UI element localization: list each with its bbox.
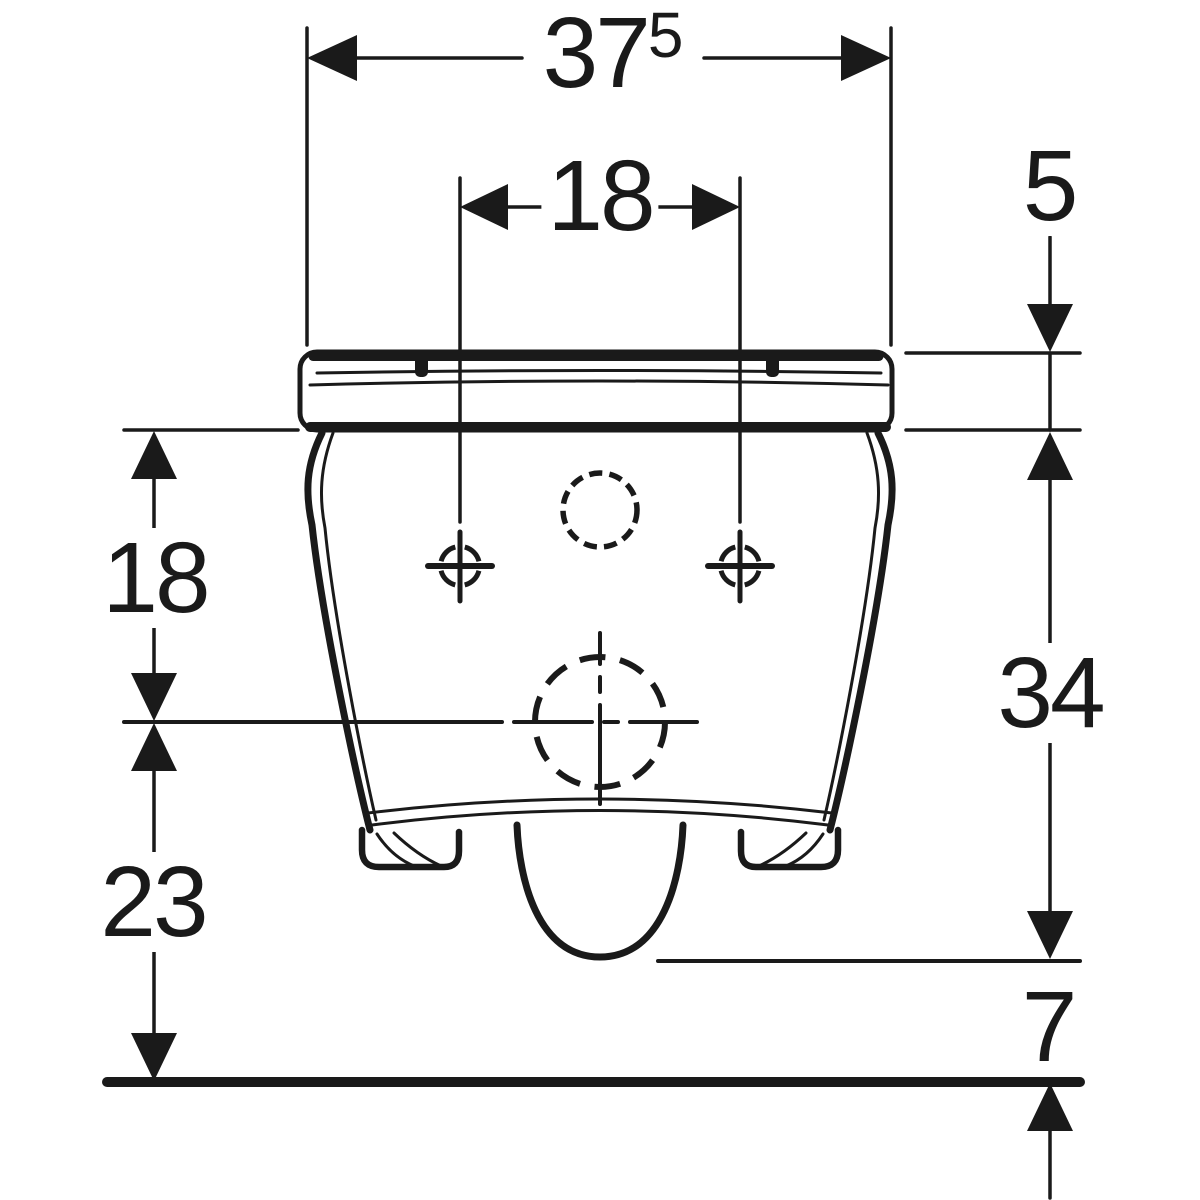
extension-lines [122,26,1082,963]
water-inlet-circle [560,470,640,550]
dim-label-outlet-clearance: 7 [1015,977,1081,1077]
dim-superscript-overall-width: 5 [647,0,684,71]
foot-left [358,826,463,871]
foot-left-contours [375,831,443,868]
dim-label-overall-width: 375 [536,0,688,103]
arrowheads [131,35,1073,1131]
bowl-side-left-outer [304,429,374,834]
dim-label-outlet-axis-to-floor: 23 [94,852,212,952]
dim-label-rim-to-outlet-axis: 18 [96,528,214,628]
arrow-left23-down [131,1033,177,1081]
arrow-width-right [841,35,891,81]
arrow-34-down [1027,911,1073,959]
lid-hinge-notch-right [766,353,779,377]
lid-contour-line-2 [308,379,890,387]
dim-value-outlet-axis-to-floor: 23 [100,846,208,958]
lid-contour-line-1 [315,369,883,375]
arrow-width-left [307,35,357,81]
dim-label-hole-spacing: 18 [541,146,659,246]
bowl-side-right-outer [826,429,896,834]
foot-right [737,826,842,871]
dim-value-hole-spacing: 18 [547,140,655,252]
arrow-left23-up [131,723,177,771]
arrow-left18-up [131,431,177,479]
arrow-7-up [1027,1083,1073,1131]
dim-value-overall-width: 37 [542,0,651,109]
fixing-hole-right [705,529,775,604]
arrow-holes-right [692,184,740,230]
dim-value-rim-to-outlet-axis: 18 [102,522,210,634]
dim-value-body-height: 34 [997,637,1105,749]
base-band-lower [370,809,830,827]
seat-lid [297,349,895,433]
dim-label-seat-thickness: 5 [1016,136,1082,236]
lid-outline [297,349,895,433]
bowl-side-right-inner [822,431,881,822]
bowl-side-left-inner [319,431,378,822]
dim-value-seat-thickness: 5 [1022,130,1079,242]
dim-value-outlet-clearance: 7 [1021,971,1078,1083]
lid-hinge-notch-left [415,353,428,377]
fixing-hole-left [425,529,495,604]
dim-label-body-height: 34 [991,643,1109,743]
arrow-seat5-down [1027,304,1073,352]
foot-right-contours [757,831,825,868]
arrow-holes-left [460,184,508,230]
arrow-left18-down [131,673,177,721]
dimension-lines [152,56,1052,1200]
arrow-34-up [1027,432,1073,480]
drain-connection [532,631,668,806]
outlet-pipe [513,821,687,961]
bowl-body [304,429,896,961]
